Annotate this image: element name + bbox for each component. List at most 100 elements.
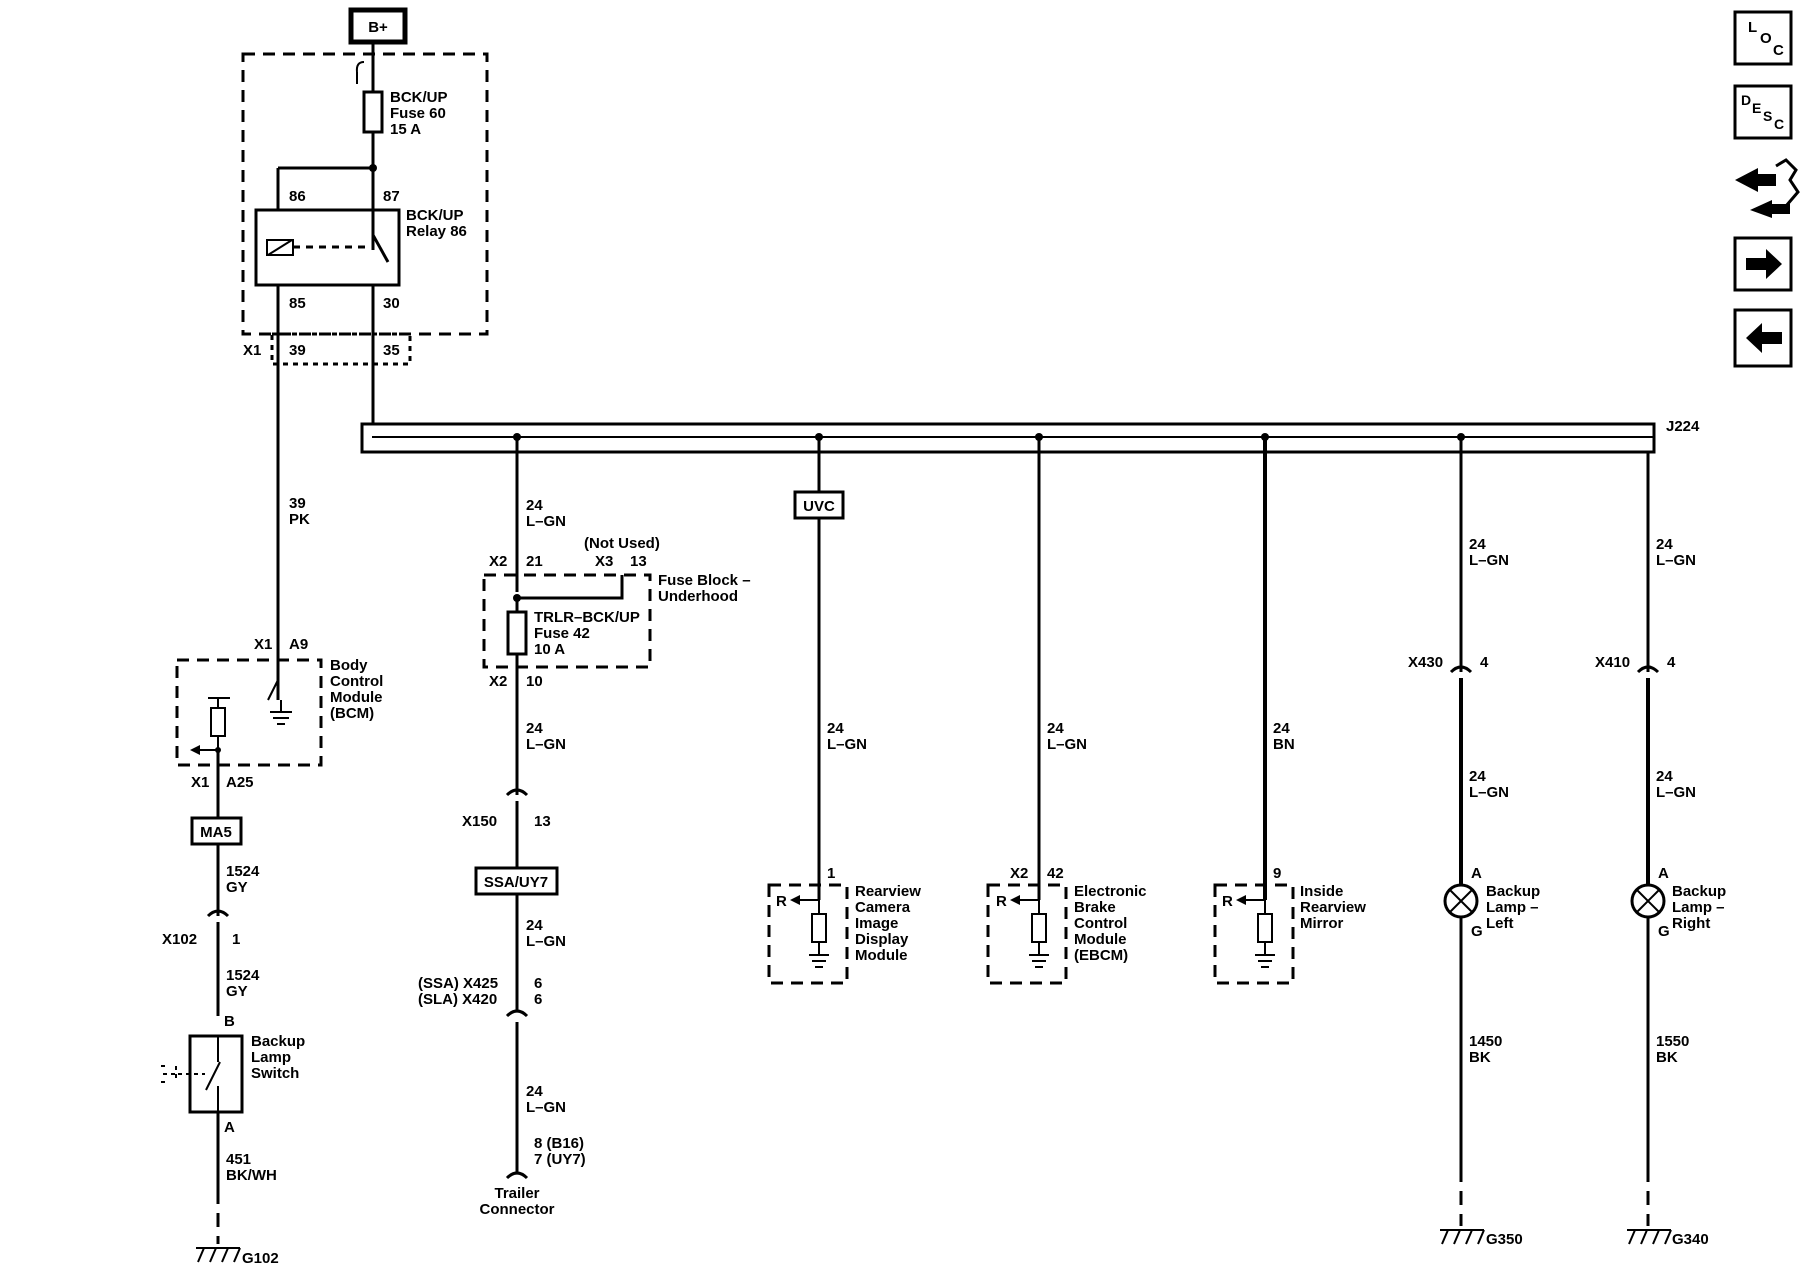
relay-label-1: BCK/UP	[406, 207, 464, 224]
lamp-left-label-2: Lamp –	[1486, 899, 1539, 916]
ebcm-conn: X2	[1010, 865, 1028, 882]
ebcm-pin: 42	[1047, 865, 1064, 882]
trailer-x3-pin: 13	[630, 553, 647, 570]
bcm-wire3-size: 1524	[226, 967, 260, 984]
trailer-wire1-size: 24	[526, 497, 543, 514]
mirror-r-label: R	[1222, 893, 1233, 910]
lamp-right-wire2-color: L–GN	[1656, 784, 1696, 801]
trailer-pins-2: 7 (UY7)	[534, 1151, 586, 1168]
x410-id: X410	[1595, 654, 1630, 671]
mirror-label-3: Mirror	[1300, 915, 1344, 932]
camera-r-label: R	[776, 893, 787, 910]
ebcm-label-5: (EBCM)	[1074, 947, 1128, 964]
desc-s: S	[1763, 108, 1772, 124]
fuse-42-symbol	[506, 610, 528, 656]
x430-id: X430	[1408, 654, 1443, 671]
relay-label-2: Relay 86	[406, 223, 467, 240]
ma5-option-label: MA5	[200, 824, 232, 841]
trailer-pins-1: 8 (B16)	[534, 1135, 584, 1152]
loc-l: L	[1748, 19, 1757, 36]
x430-inline-connector	[1449, 665, 1473, 674]
bcm-conn-top-id: X1	[254, 636, 272, 653]
x150-inline-connector	[505, 788, 529, 797]
bcm-wire4-color: BK/WH	[226, 1167, 277, 1184]
x150-pin: 13	[534, 813, 551, 830]
fuse-connector-symbol	[355, 61, 365, 84]
mirror-wire-size: 24	[1273, 720, 1290, 737]
switch-label-1: Backup	[251, 1033, 305, 1050]
camera-wire-color: L–GN	[827, 736, 867, 753]
camera-label-1: Rearview	[855, 883, 921, 900]
mirror-label-1: Inside	[1300, 883, 1343, 900]
ssa-uy7-option-label: SSA/UY7	[484, 874, 548, 891]
trailer-x2b-pin: 10	[526, 673, 543, 690]
fuse-60-label-1: BCK/UP	[390, 89, 448, 106]
x425-pin: 6	[534, 975, 542, 992]
lamp-right-wire3-size: 1550	[1656, 1033, 1689, 1050]
desc-c: C	[1774, 116, 1784, 132]
relay-pin-30: 30	[383, 295, 400, 312]
fuse-block-label-1: Fuse Block –	[658, 572, 751, 589]
trailer-wire1-color: L–GN	[526, 513, 566, 530]
fuse-42-label-1: TRLR–BCK/UP	[534, 609, 640, 626]
x1-pin-35: 35	[383, 342, 400, 359]
backup-lamp-left-bulb	[1443, 883, 1479, 919]
lamp-right-wire1-size: 24	[1656, 536, 1673, 553]
ebcm-label-4: Module	[1074, 931, 1127, 948]
ebcm-label-3: Control	[1074, 915, 1127, 932]
mirror-module-outline	[1213, 883, 1295, 985]
desc-e: E	[1752, 100, 1761, 116]
lamp-right-label-3: Right	[1672, 915, 1710, 932]
battery-positive: B+	[348, 7, 408, 45]
splice-label: J224	[1666, 418, 1700, 435]
trailer-connector-symbol	[505, 1171, 529, 1180]
bcm-wire2-color: GY	[226, 879, 248, 896]
bcm-label-4: (BCM)	[330, 705, 374, 722]
x1-pin-39: 39	[289, 342, 306, 359]
ebcm-wire-size: 24	[1047, 720, 1064, 737]
ground-symbol-g340	[1627, 1229, 1672, 1245]
trailer-connector-label-2: Connector	[480, 1201, 555, 1218]
relay-86: 86 87 85 30 BCK/UP Relay 86	[254, 168, 467, 312]
ebcm-module-resistor	[1010, 895, 1049, 968]
loc-c: C	[1773, 42, 1784, 59]
mirror-label-2: Rearview	[1300, 899, 1366, 916]
mirror-wire-color: BN	[1273, 736, 1295, 753]
previous-page-button[interactable]	[1733, 308, 1793, 368]
switch-label-3: Switch	[251, 1065, 299, 1082]
bcm-wire4-size: 451	[226, 1151, 251, 1168]
ground-g340-label: G340	[1672, 1231, 1709, 1248]
connector-hand-icon	[1735, 158, 1800, 218]
mirror-pin: 9	[1273, 865, 1281, 882]
trailer-wire4-color: L–GN	[526, 1099, 566, 1116]
desc-d: D	[1741, 92, 1751, 108]
trailer-wire3-color: L–GN	[526, 933, 566, 950]
bcm-wire2-size: 1524	[226, 863, 260, 880]
bcm-internal-ground	[267, 679, 292, 725]
bplus-label: B+	[368, 19, 388, 36]
x425-inline-connector	[505, 1009, 529, 1018]
lamp-left-pin-g: G	[1471, 923, 1483, 940]
connector-view-button[interactable]	[1735, 158, 1800, 218]
bcm-conn-top-pin: A9	[289, 636, 308, 653]
description-button[interactable]: D E S C	[1733, 84, 1793, 140]
lamp-left-label-3: Left	[1486, 915, 1514, 932]
bcm-wire1-color: PK	[289, 511, 310, 528]
bcm-label-2: Control	[330, 673, 383, 690]
trailer-wire3-size: 24	[526, 917, 543, 934]
bcm-wire1-size: 39	[289, 495, 306, 512]
location-button[interactable]: L O C	[1733, 10, 1793, 66]
x102-id: X102	[162, 931, 197, 948]
trailer-not-used: (Not Used)	[584, 535, 660, 552]
relay-pin-85: 85	[289, 295, 306, 312]
x420-label: (SLA) X420	[418, 991, 497, 1008]
next-page-button[interactable]	[1733, 236, 1793, 292]
x410-inline-connector	[1636, 665, 1660, 674]
ground-g350-label: G350	[1486, 1231, 1523, 1248]
lamp-right-wire2-size: 24	[1656, 768, 1673, 785]
switch-label-2: Lamp	[251, 1049, 291, 1066]
lamp-left-wire2-size: 24	[1469, 768, 1486, 785]
bcm-label-1: Body	[330, 657, 368, 674]
lamp-right-pin-g: G	[1658, 923, 1670, 940]
